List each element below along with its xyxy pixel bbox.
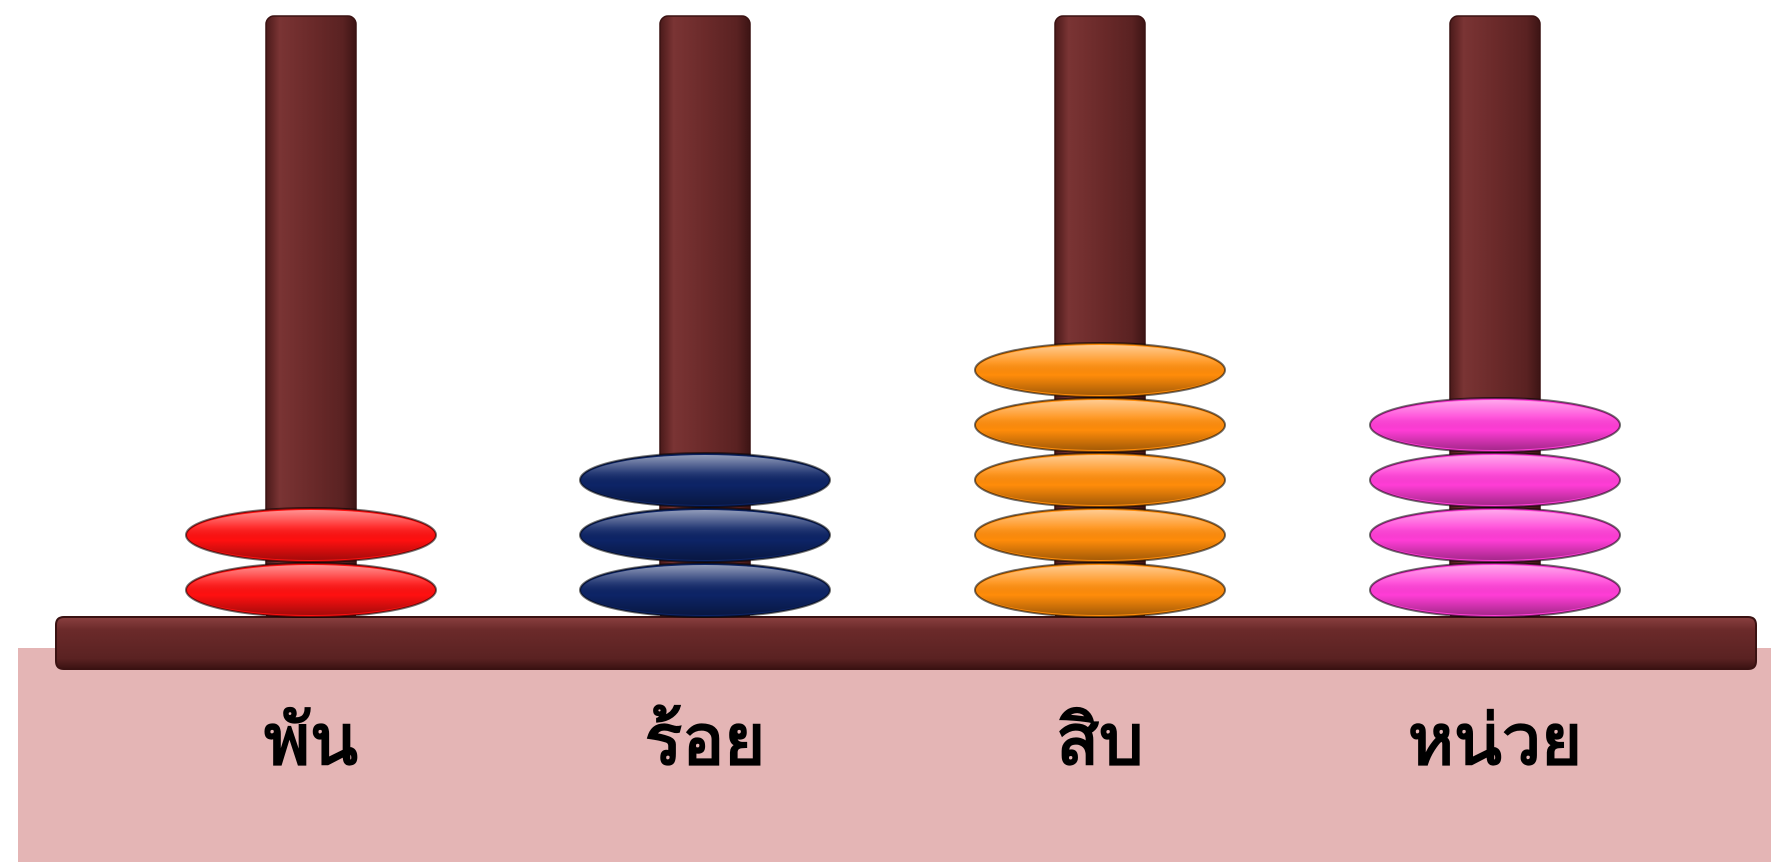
- bead: [1369, 507, 1621, 563]
- bead: [185, 507, 437, 563]
- bead: [974, 397, 1226, 453]
- bead: [974, 507, 1226, 563]
- bead: [974, 342, 1226, 398]
- place-label-3: สิบ: [1056, 699, 1144, 781]
- bead: [579, 452, 831, 508]
- bead: [1369, 452, 1621, 508]
- bead: [974, 452, 1226, 508]
- bead: [579, 562, 831, 618]
- bead: [974, 562, 1226, 618]
- label-panel: [18, 648, 1771, 862]
- bead: [579, 507, 831, 563]
- place-label-1: พัน: [264, 699, 358, 781]
- base-bar: [55, 616, 1757, 670]
- bead: [1369, 562, 1621, 618]
- bead: [185, 562, 437, 618]
- place-label-2: ร้อย: [644, 699, 766, 781]
- bead: [1369, 397, 1621, 453]
- place-label-4: หน่วย: [1407, 699, 1583, 781]
